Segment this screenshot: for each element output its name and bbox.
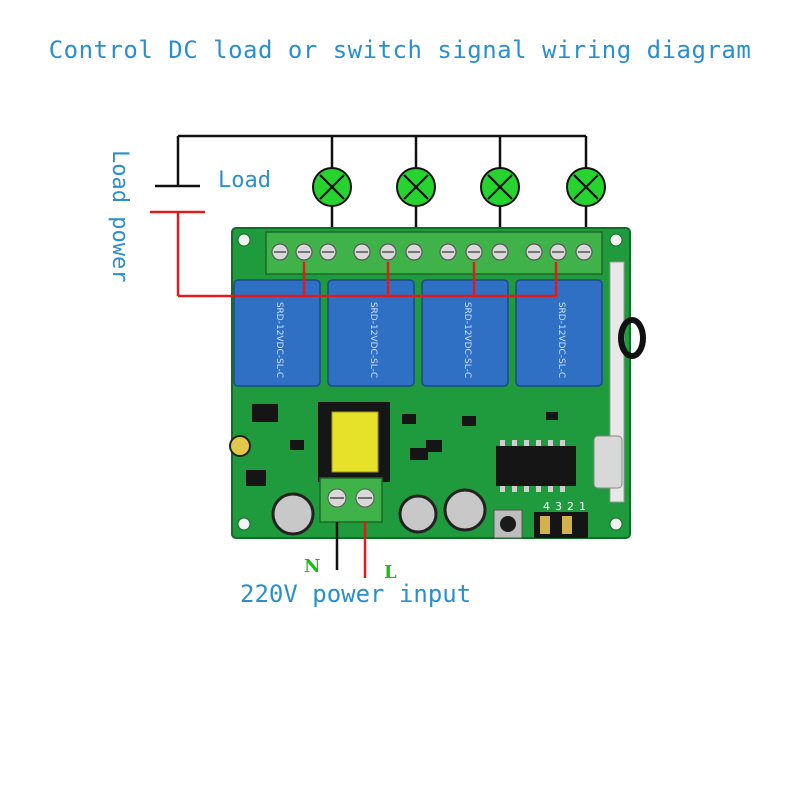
jumper-label-1: 1 bbox=[579, 500, 586, 513]
lamp-1 bbox=[312, 167, 352, 207]
power-input-terminal bbox=[319, 477, 383, 523]
relay-2-model: SRD-12VDC-SL-C bbox=[368, 302, 378, 378]
jumper-label-3: 3 bbox=[555, 500, 562, 513]
live-label: L bbox=[384, 562, 397, 583]
relay-3: SRD-12VDC-SL-C bbox=[421, 279, 509, 387]
lamp-4 bbox=[566, 167, 606, 207]
lamp-2 bbox=[396, 167, 436, 207]
capacitor-1 bbox=[271, 492, 315, 536]
capacitor-3 bbox=[443, 488, 487, 532]
learn-button bbox=[493, 509, 523, 539]
lamp-3 bbox=[480, 167, 520, 207]
transformer bbox=[318, 402, 390, 482]
load-power-label: Load power bbox=[107, 150, 132, 283]
crystal-oscillator bbox=[593, 435, 623, 489]
load-power-wire bbox=[150, 210, 558, 298]
neutral-label: N bbox=[304, 556, 321, 577]
capacitor-2 bbox=[398, 494, 438, 534]
ic-chip bbox=[496, 440, 576, 492]
relay-1: SRD-12VDC-SL-C bbox=[233, 279, 321, 387]
relay-2: SRD-12VDC-SL-C bbox=[327, 279, 415, 387]
jumper-label-2: 2 bbox=[567, 500, 574, 513]
smd-components bbox=[246, 404, 558, 486]
load-bus-wire bbox=[155, 134, 588, 245]
relay-1-model: SRD-12VDC-SL-C bbox=[274, 302, 284, 378]
jumper-label-4: 4 bbox=[543, 500, 550, 513]
load-label: Load bbox=[218, 168, 271, 193]
power-input-label: 220V power input bbox=[240, 580, 472, 608]
capacitor-small bbox=[229, 435, 251, 457]
mode-jumper: 4 3 2 1 bbox=[534, 500, 588, 538]
relay-3-model: SRD-12VDC-SL-C bbox=[462, 302, 472, 378]
relay-4-model: SRD-12VDC-SL-C bbox=[556, 302, 566, 378]
relay-4: SRD-12VDC-SL-C bbox=[515, 279, 603, 387]
output-terminal-block bbox=[265, 231, 603, 275]
diagram-title: Control DC load or switch signal wiring … bbox=[48, 36, 752, 64]
